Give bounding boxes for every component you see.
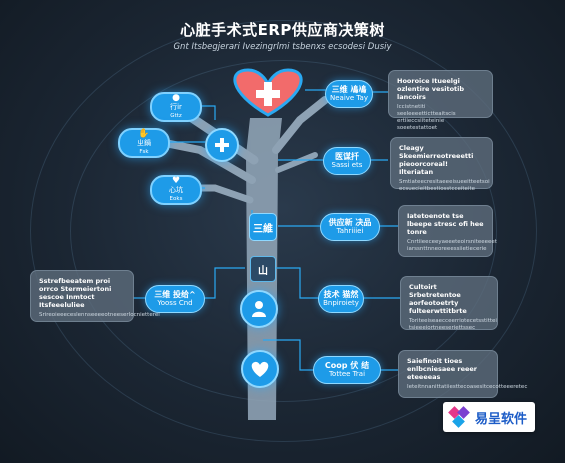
right-pill-5-main: Coop 伏 结 <box>324 361 370 370</box>
heart-hands-icon: ♥ <box>171 175 181 186</box>
person-icon[interactable] <box>240 290 278 328</box>
info-card-2-body: Smtiateecresitaeeeisueeitteetsoi ecsueci… <box>399 179 490 192</box>
left-bubble-1[interactable]: ● 行ir Gttz <box>150 92 202 122</box>
right-pill-1-main: 三维 鳰鳰 <box>331 85 367 94</box>
left-bubble-2[interactable]: ✋ ㄓ鍋 Fsk <box>118 128 170 158</box>
info-card-3: Iatetoenote tse lbeepe stresc ofi hee to… <box>398 205 497 257</box>
right-pill-2-main: 医谋扦 <box>335 152 359 161</box>
connector-line <box>200 267 245 299</box>
right-pill-1[interactable]: 三维 鳰鳰 Neaive Tay <box>325 80 373 108</box>
info-card-left-heading: Sstrefbeeatem proi orrco Stermeiertoni s… <box>39 277 112 309</box>
info-card-left: Sstrefbeeatem proi orrco Stermeiertoni s… <box>30 270 160 322</box>
left-pill-sub: Yooss Cnd <box>157 299 193 307</box>
brand-logo-icon <box>448 406 470 428</box>
info-card-left-body: Srireoieeeceslennseeeeotneeserlocnietter… <box>39 312 160 318</box>
left-bubble-2-title: ㄓ鍋 <box>137 138 151 147</box>
right-pill-3-sub: Tahriiiei <box>336 227 364 235</box>
info-card-5-body: Ieteitnnanittatiiesttecoasesitcecotteeer… <box>407 384 528 390</box>
background-ring <box>30 20 537 442</box>
bottom-heart-icon[interactable] <box>241 350 279 388</box>
page-title: 心脏手术式ERP供应商决策树 <box>180 21 385 39</box>
tree-node-3d[interactable]: 三維 <box>249 213 277 241</box>
right-pill-1-sub: Neaive Tay <box>329 94 368 102</box>
left-bubble-1-title: 行ir <box>170 102 182 111</box>
left-bubble-3[interactable]: ♥ 心坑 Eoks <box>150 175 202 205</box>
tree-node-3d-label: 三維 <box>253 223 273 235</box>
right-pill-4-main: 技术 猫然 <box>323 290 359 299</box>
connector-line <box>263 267 322 299</box>
left-bubble-3-sub: Eoks <box>169 195 183 202</box>
right-pill-4-sub: Bnpiroiety <box>323 299 359 307</box>
info-card-3-heading: Iatetoenote tse lbeepe stresc ofi hee to… <box>407 212 484 236</box>
info-card-4: Cultoirt Srbetretentoe aorfeotoetrty ful… <box>400 276 498 331</box>
info-card-1-heading: Hooroice Itueelgi ozlentire vesitotib la… <box>397 77 465 101</box>
brand-logo: 易呈软件 <box>443 402 535 432</box>
right-pill-5-sub: Tottee Trai <box>328 370 366 378</box>
tree-branch <box>156 138 256 184</box>
info-card-1-body: Iccistnetiti seeleeeettictteaitscis erti… <box>397 104 456 131</box>
left-pill-main: 三维 投给^ <box>154 290 196 299</box>
info-card-4-body: Toriteeiseaecceerriotecetsstittei tsieee… <box>409 318 497 331</box>
right-pill-2[interactable]: 医谋扦 Sassi ets <box>323 147 371 175</box>
info-card-3-body: Cnrtiieeceeyaeeeteoirsniteeeeet iarssntt… <box>407 239 497 252</box>
right-pill-5[interactable]: Coop 伏 结 Tottee Trai <box>313 356 381 384</box>
info-card-4-heading: Cultoirt Srbetretentoe aorfeotoetrty ful… <box>409 283 467 315</box>
info-card-2-heading: Cleagy Skeemierreotreeetti pieoorcoreal!… <box>399 144 474 176</box>
info-card-5: Saiefinoit tioes enlbcniesaee reeer etee… <box>398 350 528 398</box>
tree-branch <box>275 152 318 173</box>
tree-branch <box>272 96 329 154</box>
connector-line <box>200 105 216 120</box>
info-card-2: Cleagy Skeemierreotreeetti pieoorcoreal!… <box>390 137 493 192</box>
left-pill[interactable]: 三维 投给^ Yooss Cnd <box>145 285 205 313</box>
info-card-5-heading: Saiefinoit tioes enlbcniesaee reeer etee… <box>407 357 478 381</box>
background-ring <box>70 60 497 402</box>
right-pill-3[interactable]: 供应新 决品 Tahriiiei <box>320 213 380 241</box>
pill-icon: ● <box>172 92 180 103</box>
right-pill-3-main: 供应新 决品 <box>328 218 372 227</box>
connector-line <box>263 339 315 371</box>
tree-node-small-label: 山 <box>258 265 268 277</box>
left-bubble-1-sub: Gttz <box>170 112 182 119</box>
tree-node-small[interactable]: 山 <box>250 256 276 282</box>
hands-icon: ✋ <box>138 128 150 139</box>
info-card-1: Hooroice Itueelgi ozlentire vesitotib la… <box>388 70 493 131</box>
right-pill-2-sub: Sassi ets <box>331 161 363 169</box>
page-subtitle: Gnt Itsbegjerari Ivezingrlmi tsbenxs ecs… <box>173 42 392 52</box>
right-pill-4[interactable]: 技术 猫然 Bnpiroiety <box>318 285 364 313</box>
left-bubble-2-sub: Fsk <box>139 148 149 155</box>
medical-cross-icon[interactable] <box>205 128 239 162</box>
left-bubble-3-title: 心坑 <box>169 185 183 194</box>
brand-logo-text: 易呈软件 <box>475 411 528 427</box>
